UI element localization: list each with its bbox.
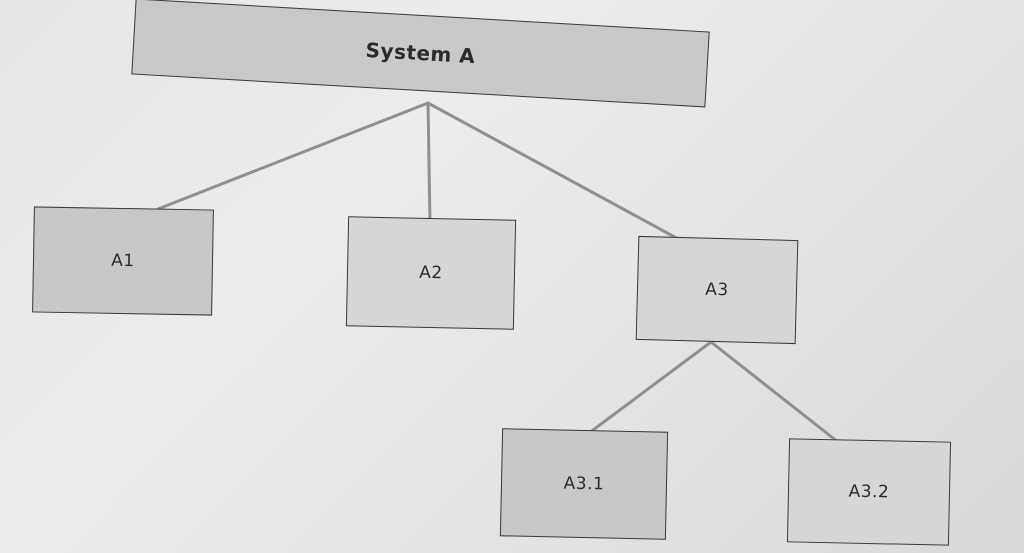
node-a2-label: A2	[419, 262, 443, 284]
node-a3-1: A3.1	[499, 428, 669, 540]
node-a3-1-label: A3.1	[563, 473, 605, 495]
connector-a3-to-a3-2	[709, 340, 840, 444]
node-a2: A2	[345, 216, 517, 330]
node-a3-2-label: A3.2	[848, 481, 890, 503]
connector-system-a-to-a1	[156, 101, 430, 211]
connector-a3-to-a3-1	[587, 340, 713, 435]
node-a3: A3	[635, 235, 799, 345]
node-a3-2: A3.2	[786, 438, 952, 546]
node-a1-label: A1	[111, 250, 135, 272]
node-system-a-label: System A	[365, 37, 476, 69]
node-a3-label: A3	[705, 279, 729, 301]
node-a1: A1	[32, 206, 214, 316]
connector-system-a-to-a3	[426, 101, 684, 243]
connector-system-a-to-a2	[426, 101, 432, 225]
